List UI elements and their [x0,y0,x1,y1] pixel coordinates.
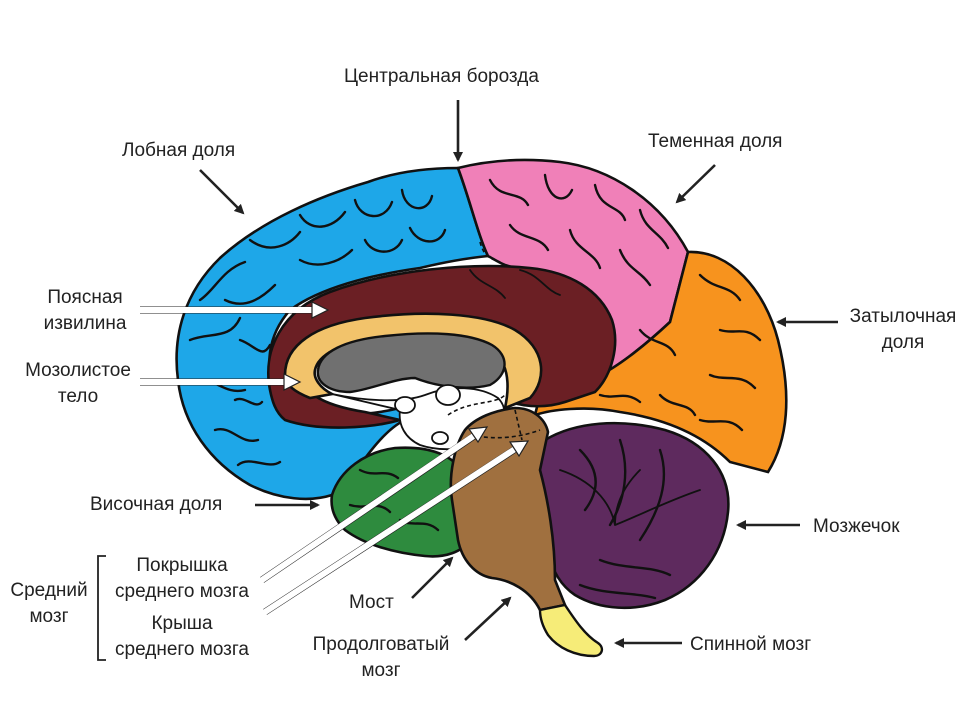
label-midbrain: Средний мозг [0,578,98,630]
label-occipital-lobe: Затылочная доля [838,304,968,356]
label-central-sulcus: Центральная борозда [344,66,539,87]
label-corpus-callosum: Мозолистое тело [10,358,146,410]
cerebellum [538,421,730,610]
midbrain-bracket [97,555,106,661]
label-tegmentum: Покрышка среднего мозга [102,553,262,605]
label-tectum-line2: среднего мозга [115,639,249,660]
label-parietal-lobe: Теменная доля [648,131,783,152]
label-medulla: Продолговатый мозг [296,632,466,684]
label-midbrain-line2: мозг [29,606,69,627]
label-cingulate-gyrus: Поясная извилина [28,285,142,337]
label-frontal-lobe: Лобная доля [122,140,236,161]
label-corpus-callosum-line2: тело [57,386,99,407]
label-pons: Мост [349,592,394,613]
spinal-cord [538,603,604,658]
label-occipital-lobe-line1: Затылочная [849,306,957,327]
label-cingulate-gyrus-line2: извилина [43,313,127,334]
thalamus-oval-1 [394,396,416,414]
label-arrows [199,100,838,648]
label-occipital-lobe-line2: доля [881,332,925,353]
label-tegmentum-line2: среднего мозга [115,581,249,602]
label-tectum: Крыша среднего мозга [102,611,262,663]
inner-arrows [137,301,530,615]
label-tectum-line1: Крыша [151,613,213,634]
label-temporal-lobe: Височная доля [90,494,223,515]
thalamus-oval-2 [435,384,461,406]
brainstem-dividers [447,241,566,606]
label-medulla-line1: Продолговатый [312,634,450,655]
label-cingulate-gyrus-line1: Поясная [47,287,123,308]
pituitary [431,431,449,445]
label-midbrain-line1: Средний [10,580,88,601]
label-corpus-callosum-line1: Мозолистое [25,360,131,381]
lateral-ventricle [316,332,506,394]
label-medulla-line2: мозг [361,660,401,681]
label-tegmentum-line1: Покрышка [136,555,228,576]
label-cerebellum: Мозжечок [813,516,900,537]
label-spinal-cord: Спинной мозг [690,634,812,655]
